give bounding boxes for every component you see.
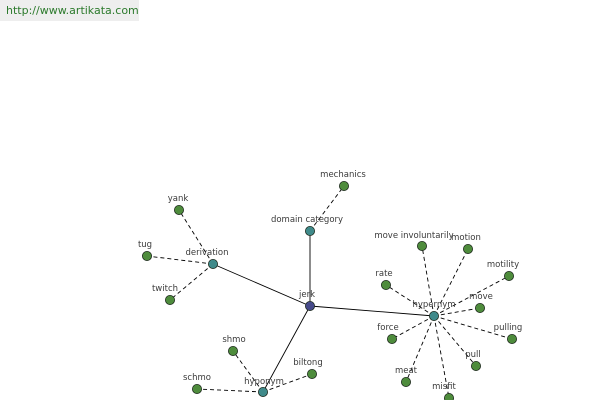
- edge-center-hypernym: [309, 305, 435, 317]
- word-misfit-node[interactable]: [444, 393, 454, 400]
- relation-derivation-node[interactable]: [207, 258, 218, 269]
- word-rate-node[interactable]: [380, 279, 391, 290]
- word-move-involuntarily-label: move involuntarily: [374, 231, 453, 241]
- edge-hyponym-biltong: [262, 373, 313, 393]
- source-url-bar: http://www.artikata.com: [0, 0, 139, 21]
- word-meat-node[interactable]: [400, 376, 411, 387]
- word-biltong-node[interactable]: [306, 368, 317, 379]
- edge-hypernym-move-involuntarily: [421, 245, 435, 317]
- center-word-node[interactable]: [304, 300, 315, 311]
- word-biltong-label: biltong: [293, 358, 322, 368]
- relation-domain-category-node[interactable]: [304, 225, 315, 236]
- edge-hypernym-rate: [385, 284, 435, 317]
- edge-hyponym-schmo: [196, 388, 264, 393]
- relation-hyponym-node[interactable]: [257, 386, 268, 397]
- edge-hypernym-force: [391, 315, 435, 340]
- edge-derivation-yank: [178, 209, 214, 265]
- graph-nodes: yank tug twitch derivation mechanics domain c…: [138, 170, 522, 400]
- word-yank-node[interactable]: [173, 204, 184, 215]
- word-motility-node[interactable]: [503, 270, 514, 281]
- edge-hypernym-pull: [433, 315, 477, 367]
- relation-hypernym-node[interactable]: [428, 310, 439, 321]
- word-pulling-node[interactable]: [506, 333, 517, 344]
- word-pull-node[interactable]: [470, 360, 481, 371]
- word-motion-node[interactable]: [462, 243, 473, 254]
- word-twitch-node[interactable]: [164, 294, 175, 305]
- word-meat-label: meat: [395, 366, 418, 376]
- relation-hypernym-label: hypernym: [412, 300, 455, 310]
- word-schmo-label: schmo: [183, 373, 211, 383]
- graph-edges: [146, 185, 513, 399]
- edge-hypernym-meat: [405, 315, 435, 383]
- word-shmo-label: shmo: [222, 335, 245, 345]
- word-tug-node[interactable]: [141, 250, 152, 261]
- word-pull-label: pull: [465, 350, 481, 360]
- word-schmo-node[interactable]: [191, 383, 202, 394]
- edge-derivation-twitch: [169, 263, 214, 301]
- word-tug-label: tug: [138, 240, 152, 250]
- edge-hypernym-move: [433, 307, 481, 317]
- edge-hypernym-motility: [433, 275, 510, 317]
- source-url-link[interactable]: http://www.artikata.com: [6, 4, 139, 17]
- relation-domain-category-label: domain category: [271, 215, 343, 225]
- word-move-involuntarily-node[interactable]: [416, 240, 427, 251]
- word-yank-label: yank: [168, 194, 189, 204]
- word-force-label: force: [377, 323, 398, 333]
- word-motility-label: motility: [487, 260, 519, 270]
- center-word-label: jerk: [298, 290, 315, 300]
- word-move-label: move: [469, 292, 493, 302]
- edge-center-hyponym: [262, 305, 311, 393]
- edge-center-derivation: [212, 263, 311, 307]
- relation-hyponym-label: hyponym: [244, 377, 284, 387]
- word-misfit-label: misfit: [432, 382, 456, 392]
- word-mechanics-node[interactable]: [338, 180, 349, 191]
- word-twitch-label: twitch: [152, 284, 178, 294]
- word-move-node[interactable]: [474, 302, 485, 313]
- word-motion-label: motion: [451, 233, 481, 243]
- relation-derivation-label: derivation: [185, 248, 228, 258]
- word-shmo-node[interactable]: [227, 345, 238, 356]
- word-mechanics-label: mechanics: [320, 170, 366, 180]
- word-pulling-label: pulling: [494, 323, 523, 333]
- edge-domain-category-mechanics: [309, 185, 345, 232]
- word-rate-label: rate: [375, 269, 392, 279]
- edge-hyponym-shmo: [232, 350, 264, 393]
- edge-hypernym-motion: [433, 248, 469, 317]
- word-force-node[interactable]: [386, 333, 397, 344]
